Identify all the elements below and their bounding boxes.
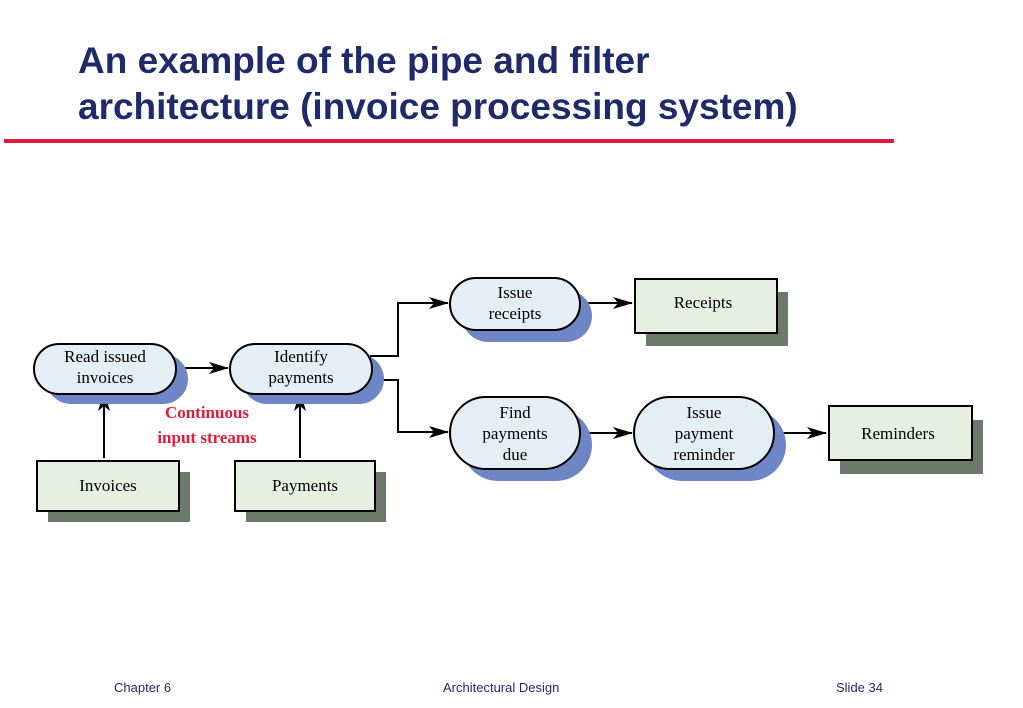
filter-find-payments-due-label-3: due	[503, 445, 528, 464]
store-receipts-label: Receipts	[674, 293, 733, 312]
filter-read-issued-invoices-label-1: Read issued	[64, 347, 146, 366]
pipe-identify-to-find-due	[370, 379, 449, 438]
store-receipts: Receipts	[634, 278, 788, 346]
store-payments-label: Payments	[272, 476, 338, 495]
filter-issue-receipts: Issue receipts	[449, 277, 592, 342]
pipe-identify-to-issue-receipts	[370, 297, 449, 357]
annotation-line-2: input streams	[157, 428, 257, 447]
slide-title-line-2: architecture (invoice processing system)	[78, 86, 798, 127]
filter-issue-payment-reminder-label-1: Issue	[687, 403, 722, 422]
footer-section: Architectural Design	[443, 680, 560, 695]
store-reminders: Reminders	[828, 405, 983, 474]
annotation-line-1: Continuous	[165, 403, 249, 422]
filter-read-issued-invoices-label-2: invoices	[77, 368, 134, 387]
filter-issue-receipts-label-2: receipts	[489, 304, 542, 323]
filter-find-payments-due-label-1: Find	[499, 403, 531, 422]
filter-find-payments-due: Find payments due	[449, 396, 592, 481]
footer-chapter: Chapter 6	[114, 680, 172, 695]
store-invoices-label: Invoices	[79, 476, 137, 495]
title-underline	[4, 139, 894, 143]
filter-find-payments-due-label-2: payments	[482, 424, 547, 443]
store-payments: Payments	[234, 460, 386, 522]
filter-issue-payment-reminder-label-3: reminder	[673, 445, 735, 464]
footer-slide-number: Slide 34	[836, 680, 883, 695]
filter-identify-payments-label-2: payments	[268, 368, 333, 387]
filter-read-issued-invoices: Read issued invoices	[33, 343, 188, 404]
annotation-continuous-input-streams: Continuous input streams	[157, 403, 257, 447]
filter-issue-payment-reminder: Issue payment reminder	[633, 396, 786, 481]
filter-issue-payment-reminder-label-2: payment	[675, 424, 734, 443]
filter-issue-receipts-label-1: Issue	[498, 283, 533, 302]
filter-identify-payments: Identify payments	[229, 343, 384, 404]
slide-title-line-1: An example of the pipe and filter	[78, 40, 650, 81]
filter-identify-payments-label-1: Identify	[274, 347, 328, 366]
store-invoices: Invoices	[36, 460, 190, 522]
store-reminders-label: Reminders	[861, 424, 935, 443]
slide-title: An example of the pipe and filter archit…	[78, 38, 958, 130]
